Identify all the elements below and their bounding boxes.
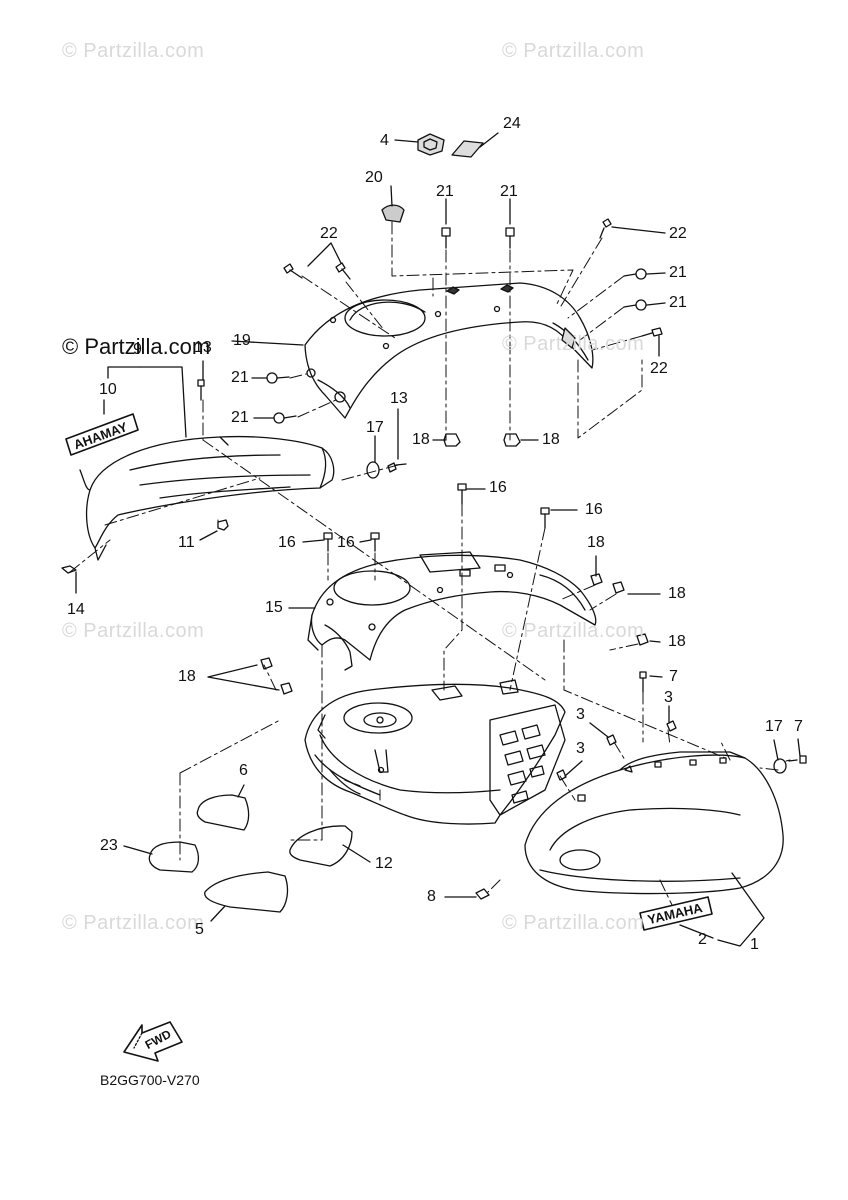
callout-18: 18 bbox=[668, 585, 686, 602]
right-side-cover bbox=[524, 751, 784, 895]
watermark-strong: © Partzilla.com bbox=[62, 334, 211, 359]
callout-15: 15 bbox=[265, 599, 283, 616]
callout-16: 16 bbox=[278, 534, 296, 551]
callout-24: 24 bbox=[503, 115, 521, 132]
callout-19: 19 bbox=[233, 332, 251, 349]
callout-9: 9 bbox=[133, 341, 142, 358]
middle-tank-cover bbox=[307, 551, 597, 671]
callout-18: 18 bbox=[178, 668, 196, 685]
callout-17: 17 bbox=[366, 419, 384, 436]
callout-16: 16 bbox=[489, 479, 507, 496]
callout-21: 21 bbox=[231, 369, 249, 386]
callout-20: 20 bbox=[365, 169, 383, 186]
cap-knob-part bbox=[381, 204, 405, 223]
callout-17: 17 bbox=[765, 718, 783, 735]
watermark: © Partzilla.com bbox=[502, 40, 645, 62]
pad-part-6 bbox=[196, 794, 250, 831]
callout-18: 18 bbox=[668, 633, 686, 650]
callout-13: 13 bbox=[194, 339, 212, 356]
callout-22: 22 bbox=[320, 225, 338, 242]
fwd-arrow-icon bbox=[123, 1021, 183, 1062]
callout-1: 1 bbox=[750, 936, 759, 953]
callout-23: 23 bbox=[100, 837, 118, 854]
callout-18: 18 bbox=[542, 431, 560, 448]
watermark: © Partzilla.com bbox=[62, 620, 205, 642]
callout-18: 18 bbox=[412, 431, 430, 448]
watermark: © Partzilla.com bbox=[62, 912, 205, 934]
callout-10: 10 bbox=[99, 381, 117, 398]
emblem-plate-left bbox=[65, 413, 139, 456]
callout-21: 21 bbox=[231, 409, 249, 426]
upper-tank-cover bbox=[304, 282, 594, 419]
callout-13: 13 bbox=[390, 390, 408, 407]
callout-22: 22 bbox=[650, 360, 668, 377]
callout-14: 14 bbox=[67, 601, 85, 618]
callout-16: 16 bbox=[585, 501, 603, 518]
cap-plate-part bbox=[417, 133, 445, 156]
callout-3: 3 bbox=[576, 706, 585, 723]
callout-12: 12 bbox=[375, 855, 393, 872]
fuel-tank bbox=[304, 679, 566, 825]
assembly-lines bbox=[69, 221, 791, 906]
emblem-plate-right bbox=[639, 896, 713, 931]
watermark: © Partzilla.com bbox=[502, 333, 645, 355]
callout-16: 16 bbox=[337, 534, 355, 551]
callout-8: 8 bbox=[427, 888, 436, 905]
callout-7: 7 bbox=[794, 718, 803, 735]
diagram-code: B2GG700-V270 bbox=[100, 1072, 200, 1088]
callout-7: 7 bbox=[669, 668, 678, 685]
callout-21: 21 bbox=[669, 294, 687, 311]
watermark: © Partzilla.com bbox=[502, 620, 645, 642]
pad-part-5 bbox=[204, 871, 289, 913]
watermark: © Partzilla.com bbox=[502, 912, 645, 934]
pad-part-12 bbox=[289, 825, 353, 867]
callout-2: 2 bbox=[698, 931, 707, 948]
pad-part-23 bbox=[148, 841, 200, 873]
callout-21: 21 bbox=[436, 183, 454, 200]
mirrored-emblem-text: AHAMAY bbox=[72, 419, 130, 452]
leader-lines bbox=[75, 132, 801, 947]
callout-6: 6 bbox=[239, 762, 248, 779]
label-part bbox=[451, 140, 484, 158]
callout-21: 21 bbox=[500, 183, 518, 200]
callout-11: 11 bbox=[178, 534, 195, 551]
callout-5: 5 bbox=[195, 921, 204, 938]
watermark: © Partzilla.com bbox=[62, 40, 205, 62]
callout-3: 3 bbox=[664, 689, 673, 706]
left-side-cover bbox=[79, 435, 335, 561]
callout-3: 3 bbox=[576, 740, 585, 757]
callout-22: 22 bbox=[669, 225, 687, 242]
callout-4: 4 bbox=[380, 132, 389, 149]
callout-18: 18 bbox=[587, 534, 605, 551]
callout-21: 21 bbox=[669, 264, 687, 281]
